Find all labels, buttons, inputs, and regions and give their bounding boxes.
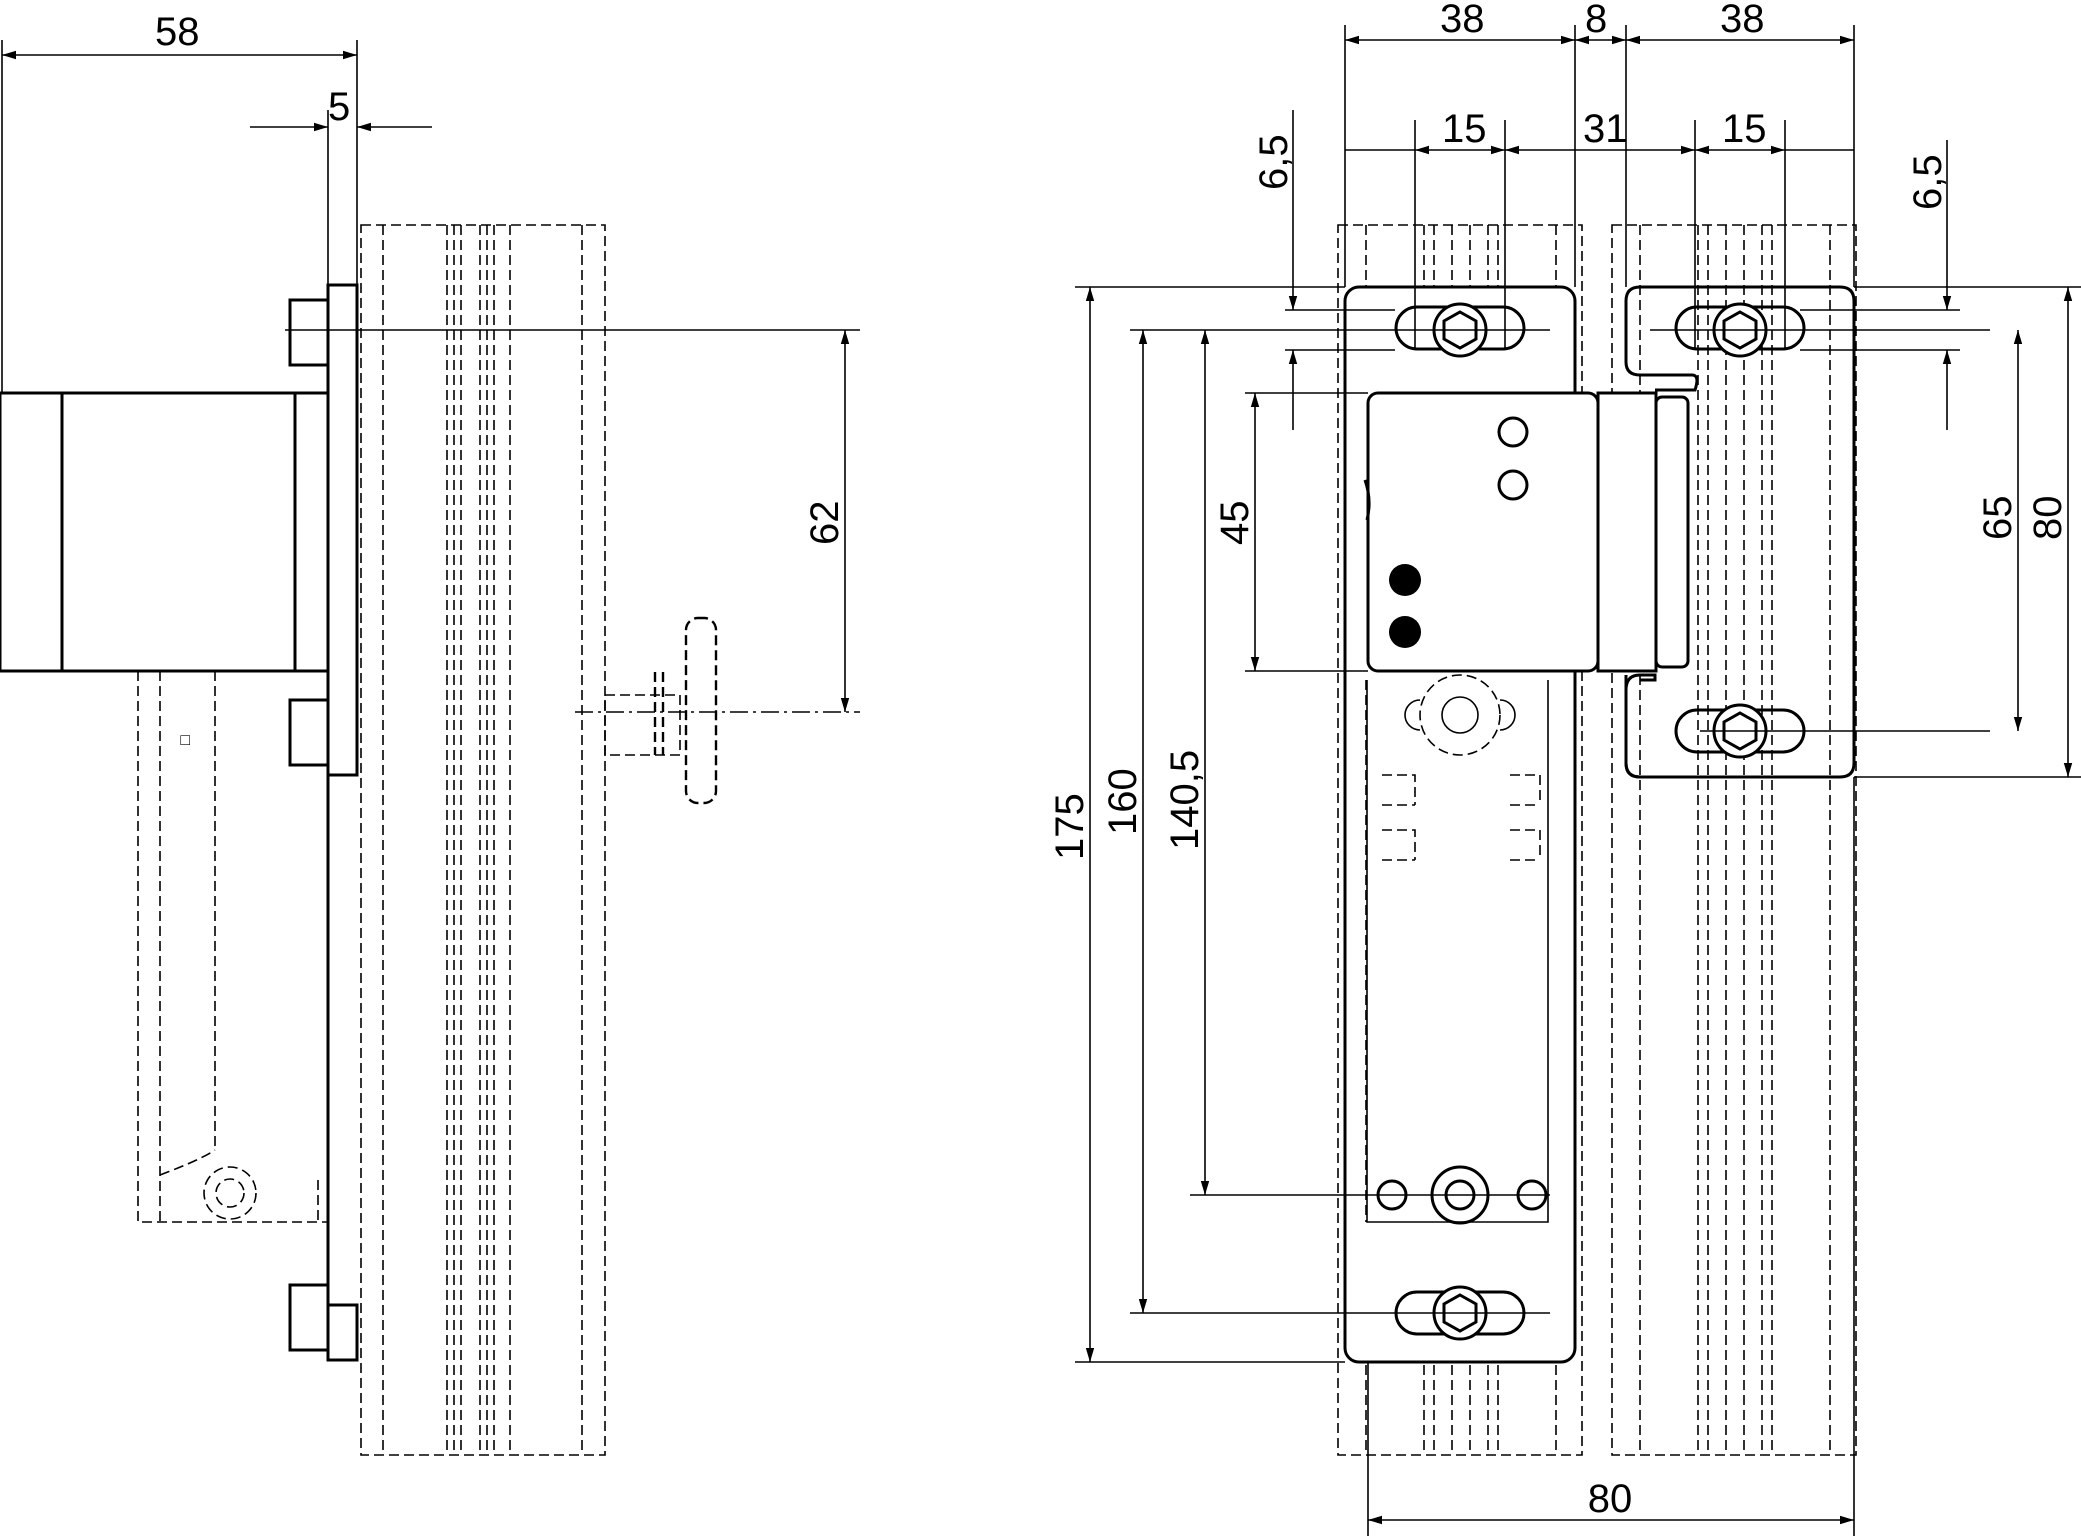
dim-side-62: 62 xyxy=(285,329,860,712)
side-hidden-housing: □ xyxy=(137,671,328,1223)
dim-front-80-horizontal-label: 80 xyxy=(1588,1477,1633,1521)
dim-front-80-horizontal: 80 xyxy=(1367,777,1855,1536)
dim-front-160: 160 xyxy=(1101,330,1148,1313)
dim-side-62-label: 62 xyxy=(803,501,847,546)
front-view: 38 8 38 15 31 15 6,5 xyxy=(1048,0,2081,1536)
dim-front-31-label: 31 xyxy=(1583,107,1628,151)
dim-front-38-left-label: 38 xyxy=(1440,0,1485,41)
dim-front-15-right-label: 15 xyxy=(1722,107,1767,151)
dim-front-45-label: 45 xyxy=(1213,501,1257,546)
dim-side-58: 58 xyxy=(1,10,358,392)
dim-front-175-label: 175 xyxy=(1048,793,1092,860)
dim-front-6-5-right: 6,5 xyxy=(1800,140,1960,430)
dim-side-5: 5 xyxy=(250,85,432,284)
side-profile-rail xyxy=(360,224,606,1456)
dim-front-65: 65 xyxy=(1976,330,2023,731)
dim-front-160-label: 160 xyxy=(1101,768,1145,835)
side-mounting-plate xyxy=(288,283,359,1362)
front-lock-mechanism xyxy=(1382,674,1541,861)
dim-front-140-5: 140,5 xyxy=(1163,330,1210,1195)
dim-side-5-label: 5 xyxy=(328,85,350,129)
front-switch-head xyxy=(1363,391,1690,673)
dim-front-140-5-label: 140,5 xyxy=(1163,750,1207,850)
dim-front-hole-spacing: 15 31 15 xyxy=(1345,107,1854,155)
side-view: □ 58 5 62 xyxy=(0,10,860,1456)
dim-front-6-5-left: 6,5 xyxy=(1252,110,1395,430)
dim-front-15-left-label: 15 xyxy=(1442,107,1487,151)
dim-front-80-vertical-label: 80 xyxy=(2026,496,2070,541)
dim-side-58-label: 58 xyxy=(155,10,200,54)
dim-front-175: 175 xyxy=(1048,286,1345,1363)
dim-front-38-right-label: 38 xyxy=(1720,0,1765,41)
dim-front-45: 45 xyxy=(1213,392,1368,672)
svg-text:□: □ xyxy=(177,735,194,745)
dim-front-6-5-right-label: 6,5 xyxy=(1906,154,1950,210)
side-switch-body xyxy=(0,391,330,673)
front-actuator-plate xyxy=(1624,285,1856,779)
dim-front-80-vertical: 80 xyxy=(1854,286,2081,778)
front-center-lines xyxy=(1130,120,1990,1314)
dim-front-8-label: 8 xyxy=(1585,0,1607,41)
side-actuator xyxy=(575,616,860,805)
dim-front-top-widths: 38 8 38 xyxy=(1344,0,1855,287)
dim-front-65-label: 65 xyxy=(1976,496,2020,541)
dim-front-6-5-left-label: 6,5 xyxy=(1252,134,1296,190)
